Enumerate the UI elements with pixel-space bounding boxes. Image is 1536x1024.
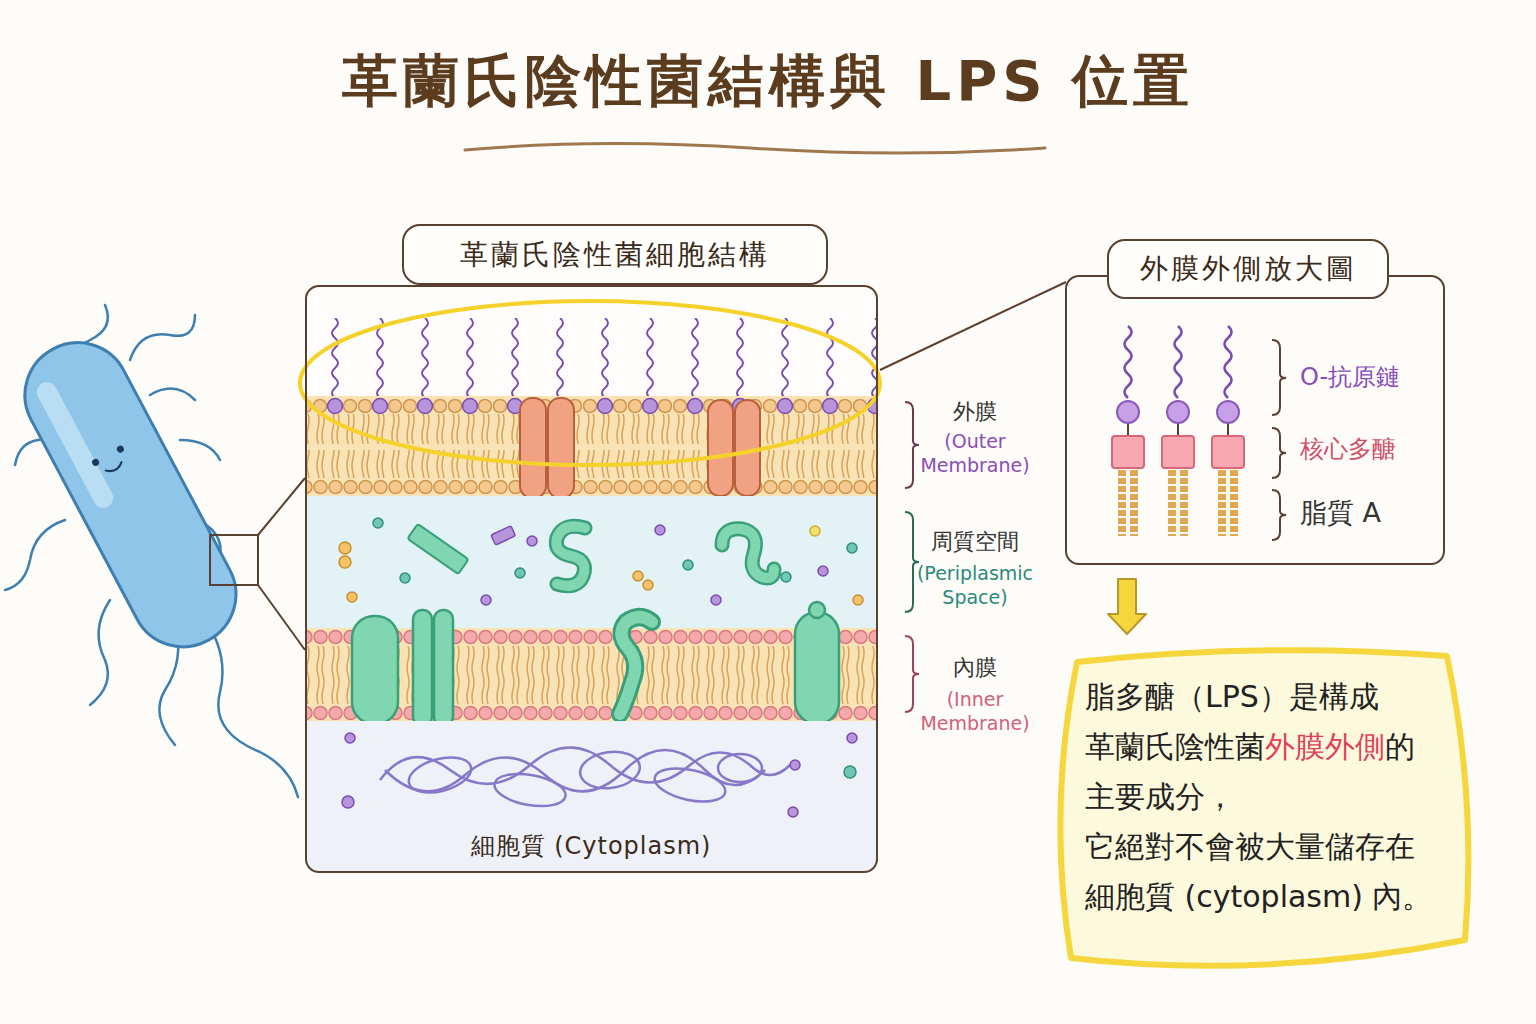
panel-heading: 外膜外側放大圖 [1107, 239, 1389, 299]
part-label: O-抗原鏈 [1300, 362, 1440, 392]
panel-heading: 革蘭氏陰性菌細胞結構 [402, 224, 828, 285]
zoom-line [258, 585, 305, 650]
part-label: 脂質 A [1300, 496, 1440, 530]
block-arrow [1108, 579, 1146, 634]
porin [520, 398, 760, 498]
layer-label: 內膜 [930, 654, 1020, 682]
section-panel: 革蘭氏陰性菌細胞結構細胞質 (Cytoplasm) [305, 285, 878, 873]
zoom-panel: 外膜外側放大圖 [1065, 275, 1445, 565]
layer-label-en: (Inner Membrane) [905, 688, 1045, 736]
cytoplasm-band: 細胞質 (Cytoplasm) [307, 722, 875, 872]
layer-label: 周質空間 [920, 528, 1030, 556]
highlight-text: 外膜外側 [1265, 729, 1385, 764]
part-bracket [1272, 340, 1286, 540]
layer-label-en: (Outer Membrane) [905, 430, 1045, 478]
membrane-protein [352, 602, 839, 726]
highlight-ellipse [300, 301, 880, 465]
zoom-line [258, 478, 305, 535]
layer-label: 外膜 [930, 398, 1020, 426]
membrane-section [305, 285, 878, 873]
layer-label-en: (Periplasmic Space) [903, 562, 1047, 610]
periplasm-molecules [339, 518, 863, 605]
dna-strand [380, 748, 790, 812]
region-label: 細胞質 (Cytoplasm) [471, 830, 712, 872]
zoom-box [210, 535, 258, 585]
bacterium-illustration [5, 305, 298, 797]
note-text: 脂多醣（LPS）是構成 革蘭氏陰性菌外膜外側的 主要成分， 它絕對不會被大量儲存… [1085, 672, 1435, 922]
cytoplasm-dots [342, 733, 857, 817]
title-underline [465, 143, 1045, 153]
diagram-title: 革蘭氏陰性菌結構與 LPS 位置 [0, 44, 1536, 120]
layer-bracket [905, 402, 919, 712]
leader-line [880, 282, 1066, 370]
part-label: 核心多醣 [1300, 434, 1440, 464]
lps-molecule [1112, 326, 1244, 536]
bubble-shape [1060, 650, 1468, 966]
note-bubble: 脂多醣（LPS）是構成 革蘭氏陰性菌外膜外側的 主要成分， 它絕對不會被大量儲存… [1045, 640, 1475, 975]
